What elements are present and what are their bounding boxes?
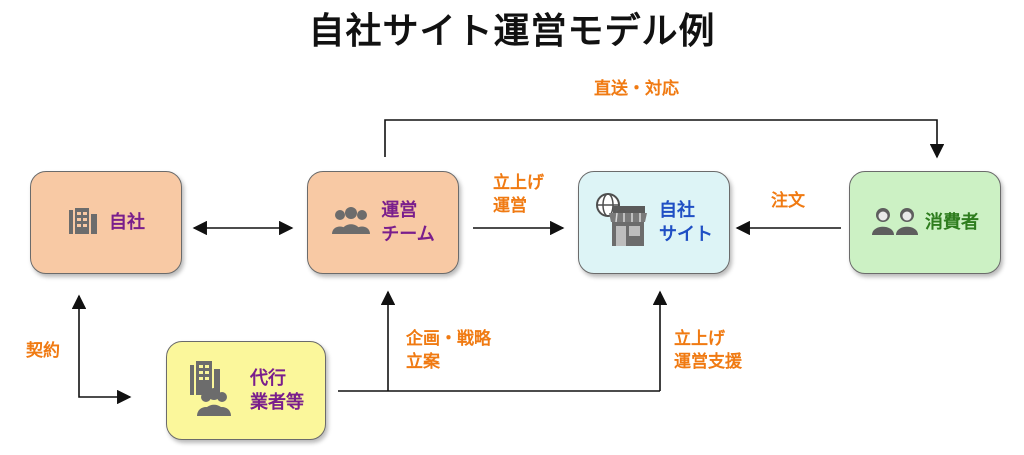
node-agency: 代行 業者等 bbox=[166, 341, 326, 440]
edge-label-launch-support-1: 立上げ bbox=[674, 329, 725, 349]
store-globe-icon bbox=[595, 192, 649, 254]
edge-label-order: 注文 bbox=[771, 191, 805, 211]
team-icon bbox=[331, 206, 371, 240]
edge-label-launch-support: 立上げ 運営支援 bbox=[674, 328, 742, 374]
building-icon bbox=[67, 206, 99, 240]
node-agency-label-2: 業者等 bbox=[250, 391, 304, 413]
consumers-icon bbox=[871, 206, 919, 240]
page-title: 自社サイト運営モデル例 bbox=[308, 11, 716, 52]
node-company-label: 自社 bbox=[109, 211, 145, 233]
node-consumers-label: 消費者 bbox=[925, 211, 979, 233]
edge-contract bbox=[71, 294, 132, 405]
edge-label-launch-ops-1: 立上げ bbox=[493, 173, 544, 193]
node-agency-label-1: 代行 bbox=[250, 367, 286, 389]
node-consumers: 消費者 bbox=[849, 171, 1001, 274]
edge-label-contract: 契約 bbox=[26, 341, 60, 361]
node-ops-team-label-1: 運営 bbox=[381, 199, 418, 221]
node-own-site: 自社 サイト bbox=[578, 171, 730, 274]
edge-direct-ship bbox=[384, 119, 945, 159]
edge-label-planning: 企画・戦略 立案 bbox=[406, 328, 491, 374]
edge-label-planning-2: 立案 bbox=[406, 352, 440, 372]
node-ops-team-label-2: チーム bbox=[381, 223, 435, 245]
node-company: 自社 bbox=[30, 171, 182, 274]
edge-label-planning-1: 企画・戦略 bbox=[406, 329, 491, 349]
node-ops-team: 運営 チーム bbox=[307, 171, 459, 274]
edge-label-launch-ops: 立上げ 運営 bbox=[493, 172, 544, 218]
node-own-site-label-1: 自社 bbox=[659, 199, 695, 221]
edge-label-launch-support-2: 運営支援 bbox=[674, 352, 742, 372]
node-own-site-label-2: サイト bbox=[659, 223, 713, 245]
edge-label-launch-ops-2: 運営 bbox=[493, 196, 527, 216]
edge-label-direct-ship: 直送・対応 bbox=[594, 79, 679, 99]
agency-icon bbox=[188, 360, 240, 421]
